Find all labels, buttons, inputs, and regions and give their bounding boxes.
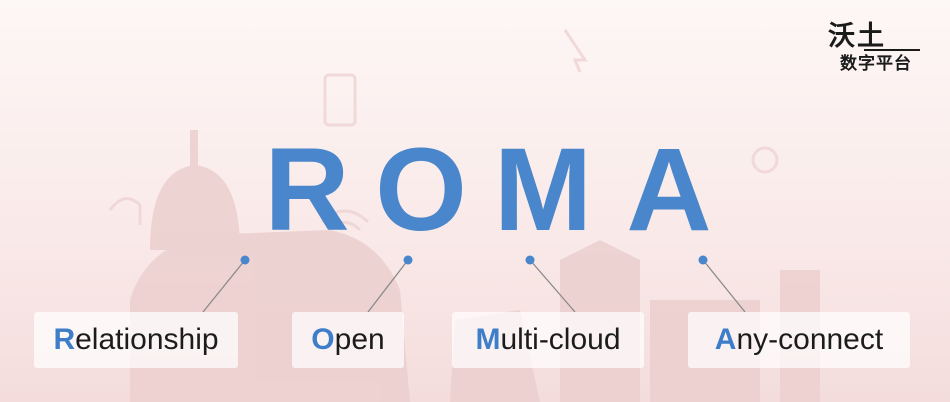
term-rest: elationship [75, 323, 219, 356]
term-relationship: Relationship [34, 312, 238, 368]
term-initial: A [714, 323, 737, 356]
term-any-connect: Any-connect [688, 312, 910, 368]
title-letter-o: O [375, 124, 467, 256]
term-rest: ny-connect [736, 323, 884, 356]
logo-divider [864, 49, 920, 51]
term-rest: pen [334, 323, 385, 356]
term-rest: ulti-cloud [500, 323, 621, 356]
logo-bottom-text: 数字平台 [840, 54, 912, 74]
title-letter-r: R [264, 124, 350, 256]
logo-top-text: 沃土 [828, 21, 886, 52]
term-multi-cloud: Multi-cloud [452, 312, 644, 368]
term-open: Open [292, 312, 404, 368]
term-initial: R [53, 323, 76, 356]
roma-title: R O M A [0, 130, 950, 250]
term-initial: O [311, 323, 335, 356]
term-initial: M [475, 323, 501, 356]
title-letter-a: A [626, 124, 712, 256]
title-letter-m: M [493, 124, 593, 256]
brand-logo: 沃土 数字平台 [828, 22, 920, 82]
